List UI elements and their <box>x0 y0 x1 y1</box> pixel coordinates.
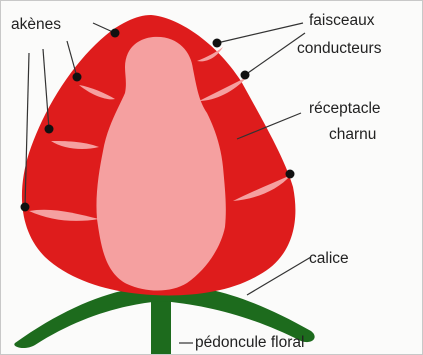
marker-akene-middle <box>45 125 54 134</box>
marker-faisceau-side <box>241 71 250 80</box>
marker-akene-upper <box>73 73 82 82</box>
label-receptacle-line2: charnu <box>329 126 376 143</box>
label-pedoncule-floral: pédoncule floral <box>195 334 304 351</box>
leader-faisceaux-2 <box>245 33 305 75</box>
label-akenes: akènes <box>11 16 61 33</box>
marker-akene-top <box>111 29 120 38</box>
label-faisceaux-line1: faisceaux <box>309 12 375 29</box>
leader-faisceaux-1 <box>217 23 303 43</box>
marker-faisceau-top <box>213 39 222 48</box>
label-faisceaux-line2: conducteurs <box>297 40 382 57</box>
label-receptacle-line1: réceptacle <box>309 100 381 117</box>
marker-akene-lower <box>21 203 30 212</box>
label-calice: calice <box>309 250 349 267</box>
left-sepal <box>14 285 161 348</box>
marker-akene-right <box>286 170 295 179</box>
